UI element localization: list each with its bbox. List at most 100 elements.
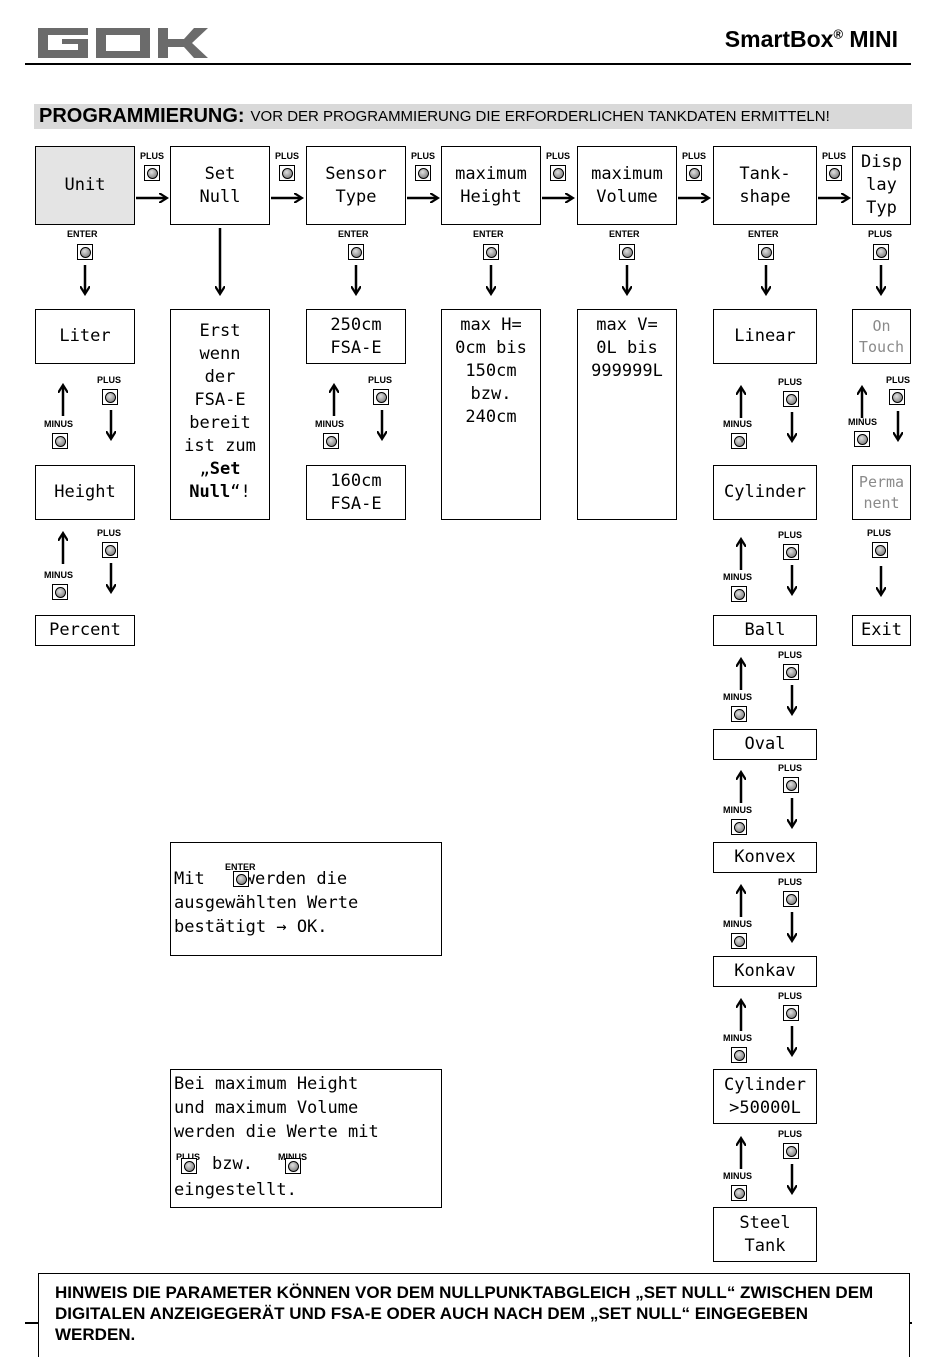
note-values: Bei maximum Height und maximum Volume we… bbox=[170, 1069, 442, 1208]
menu-tank-shape: Tank- shape bbox=[713, 146, 817, 225]
menu-set-null-label: Set Null bbox=[199, 163, 241, 207]
menu-maximum-height: maximum Height bbox=[441, 146, 541, 225]
minus-label: MINUS bbox=[723, 572, 752, 582]
plus-label: PLUS bbox=[778, 877, 803, 887]
enter-button-icon bbox=[483, 244, 499, 260]
enter-button-icon bbox=[77, 244, 93, 260]
minus-label: MINUS bbox=[723, 1033, 752, 1043]
plus-button-icon bbox=[279, 165, 295, 181]
plus-button-icon bbox=[783, 1143, 799, 1159]
max-height-info: max H= 0cm bis 150cm bzw. 240cm bbox=[441, 309, 541, 520]
shape-konvex-label: Konvex bbox=[734, 847, 796, 867]
shape-cylinder-label: Cylinder bbox=[724, 482, 806, 502]
plus-label: PLUS bbox=[778, 650, 803, 660]
minus-button-icon bbox=[52, 433, 68, 449]
shape-ball-label: Ball bbox=[744, 620, 786, 640]
plus-button-icon bbox=[373, 389, 389, 405]
shape-cylinder-large: Cylinder >50000L bbox=[713, 1069, 817, 1124]
plus-button-icon bbox=[102, 542, 118, 558]
enter-button-icon bbox=[619, 244, 635, 260]
plus-label: PLUS bbox=[778, 991, 803, 1001]
plus-label: PLUS bbox=[140, 151, 165, 161]
plus-button-icon bbox=[415, 165, 431, 181]
menu-set-null: Set Null bbox=[170, 146, 270, 225]
footer-rule-right bbox=[909, 1322, 912, 1324]
plus-label: PLUS bbox=[546, 151, 571, 161]
option-liter: Liter bbox=[35, 309, 135, 364]
shape-cylinder-large-label: Cylinder >50000L bbox=[724, 1074, 806, 1118]
menu-unit-label: Unit bbox=[64, 175, 106, 195]
enter-button-icon bbox=[758, 244, 774, 260]
option-height-label: Height bbox=[54, 482, 116, 502]
note-values-line3: werden die Werte mit bbox=[174, 1122, 379, 1142]
minus-label: MINUS bbox=[723, 1171, 752, 1181]
minus-label: MINUS bbox=[848, 417, 877, 427]
menu-tank-shape-label: Tank- shape bbox=[739, 163, 791, 207]
note-enter-line3: bestätigt → OK. bbox=[174, 917, 328, 937]
menu-maximum-volume: maximum Volume bbox=[577, 146, 677, 225]
minus-label: MINUS bbox=[723, 805, 752, 815]
shape-steel-tank: Steel Tank bbox=[713, 1207, 817, 1262]
option-160cm-fsa-e: 160cm FSA-E bbox=[306, 465, 406, 520]
note-enter-line2: ausgewählten Werte bbox=[174, 893, 359, 913]
gok-logo-graphic bbox=[38, 28, 208, 58]
note-values-line1: Bei maximum Height bbox=[174, 1074, 359, 1094]
plus-label: PLUS bbox=[97, 528, 122, 538]
plus-button-icon bbox=[783, 777, 799, 793]
max-volume-info: max V= 0L bis 999999L bbox=[577, 309, 677, 520]
minus-button-icon bbox=[731, 1047, 747, 1063]
display-exit-label: Exit bbox=[861, 620, 902, 640]
plus-button-icon bbox=[873, 244, 889, 260]
brand-name: SmartBox bbox=[724, 26, 834, 52]
minus-button-icon bbox=[731, 433, 747, 449]
minus-label: MINUS bbox=[723, 419, 752, 429]
shape-ball: Ball bbox=[713, 615, 817, 646]
plus-button-icon bbox=[826, 165, 842, 181]
minus-button-icon bbox=[854, 431, 870, 447]
enter-button-icon bbox=[348, 244, 364, 260]
option-liter-label: Liter bbox=[59, 326, 111, 346]
minus-label: MINUS bbox=[278, 1152, 307, 1162]
enter-label: ENTER bbox=[473, 229, 504, 239]
plus-label: PLUS bbox=[822, 151, 847, 161]
gok-logo bbox=[38, 28, 210, 62]
plus-button-icon bbox=[783, 544, 799, 560]
shape-linear-label: Linear bbox=[734, 326, 796, 346]
note-enter-post: werden die bbox=[244, 869, 348, 889]
enter-label: ENTER bbox=[67, 229, 98, 239]
header-rule bbox=[25, 63, 911, 65]
section-title: PROGRAMMIERUNG: bbox=[39, 105, 245, 127]
shape-konkav: Konkav bbox=[713, 956, 817, 987]
brand-registered-mark: ® bbox=[833, 26, 844, 42]
plus-button-icon bbox=[102, 389, 118, 405]
footer-rule-left bbox=[25, 1322, 39, 1324]
note-values-line5: eingestellt. bbox=[174, 1180, 297, 1200]
plus-label: PLUS bbox=[176, 1152, 201, 1162]
plus-label: PLUS bbox=[868, 229, 893, 239]
plus-button-icon bbox=[783, 891, 799, 907]
shape-steel-tank-label: Steel Tank bbox=[739, 1212, 791, 1256]
option-160cm-label: 160cm FSA-E bbox=[330, 470, 382, 514]
note-values-buttons-row: PLUS bzw. MINUS bbox=[174, 1144, 438, 1178]
enter-button-icon bbox=[233, 871, 249, 887]
set-null-info-text: Erst wenn der FSA-E bereit ist zum „ bbox=[184, 321, 256, 479]
plus-button-icon bbox=[872, 542, 888, 558]
display-permanent-label: Perma nent bbox=[858, 472, 905, 512]
enter-label: ENTER bbox=[225, 862, 256, 872]
option-percent-label: Percent bbox=[49, 620, 121, 640]
set-null-info: Erst wenn der FSA-E bereit ist zum „Set … bbox=[170, 309, 270, 520]
plus-label: PLUS bbox=[886, 375, 911, 385]
minus-label: MINUS bbox=[723, 919, 752, 929]
plus-button-icon bbox=[783, 1005, 799, 1021]
plus-label: PLUS bbox=[411, 151, 436, 161]
plus-label: PLUS bbox=[682, 151, 707, 161]
shape-oval: Oval bbox=[713, 729, 817, 760]
minus-button-icon bbox=[52, 584, 68, 600]
plus-button-icon bbox=[181, 1158, 197, 1174]
plus-button-icon bbox=[889, 389, 905, 405]
menu-unit: Unit bbox=[35, 146, 135, 225]
note-values-mid: bzw. bbox=[212, 1154, 253, 1174]
minus-label: MINUS bbox=[44, 419, 73, 429]
option-250cm-label: 250cm FSA-E bbox=[330, 314, 382, 358]
